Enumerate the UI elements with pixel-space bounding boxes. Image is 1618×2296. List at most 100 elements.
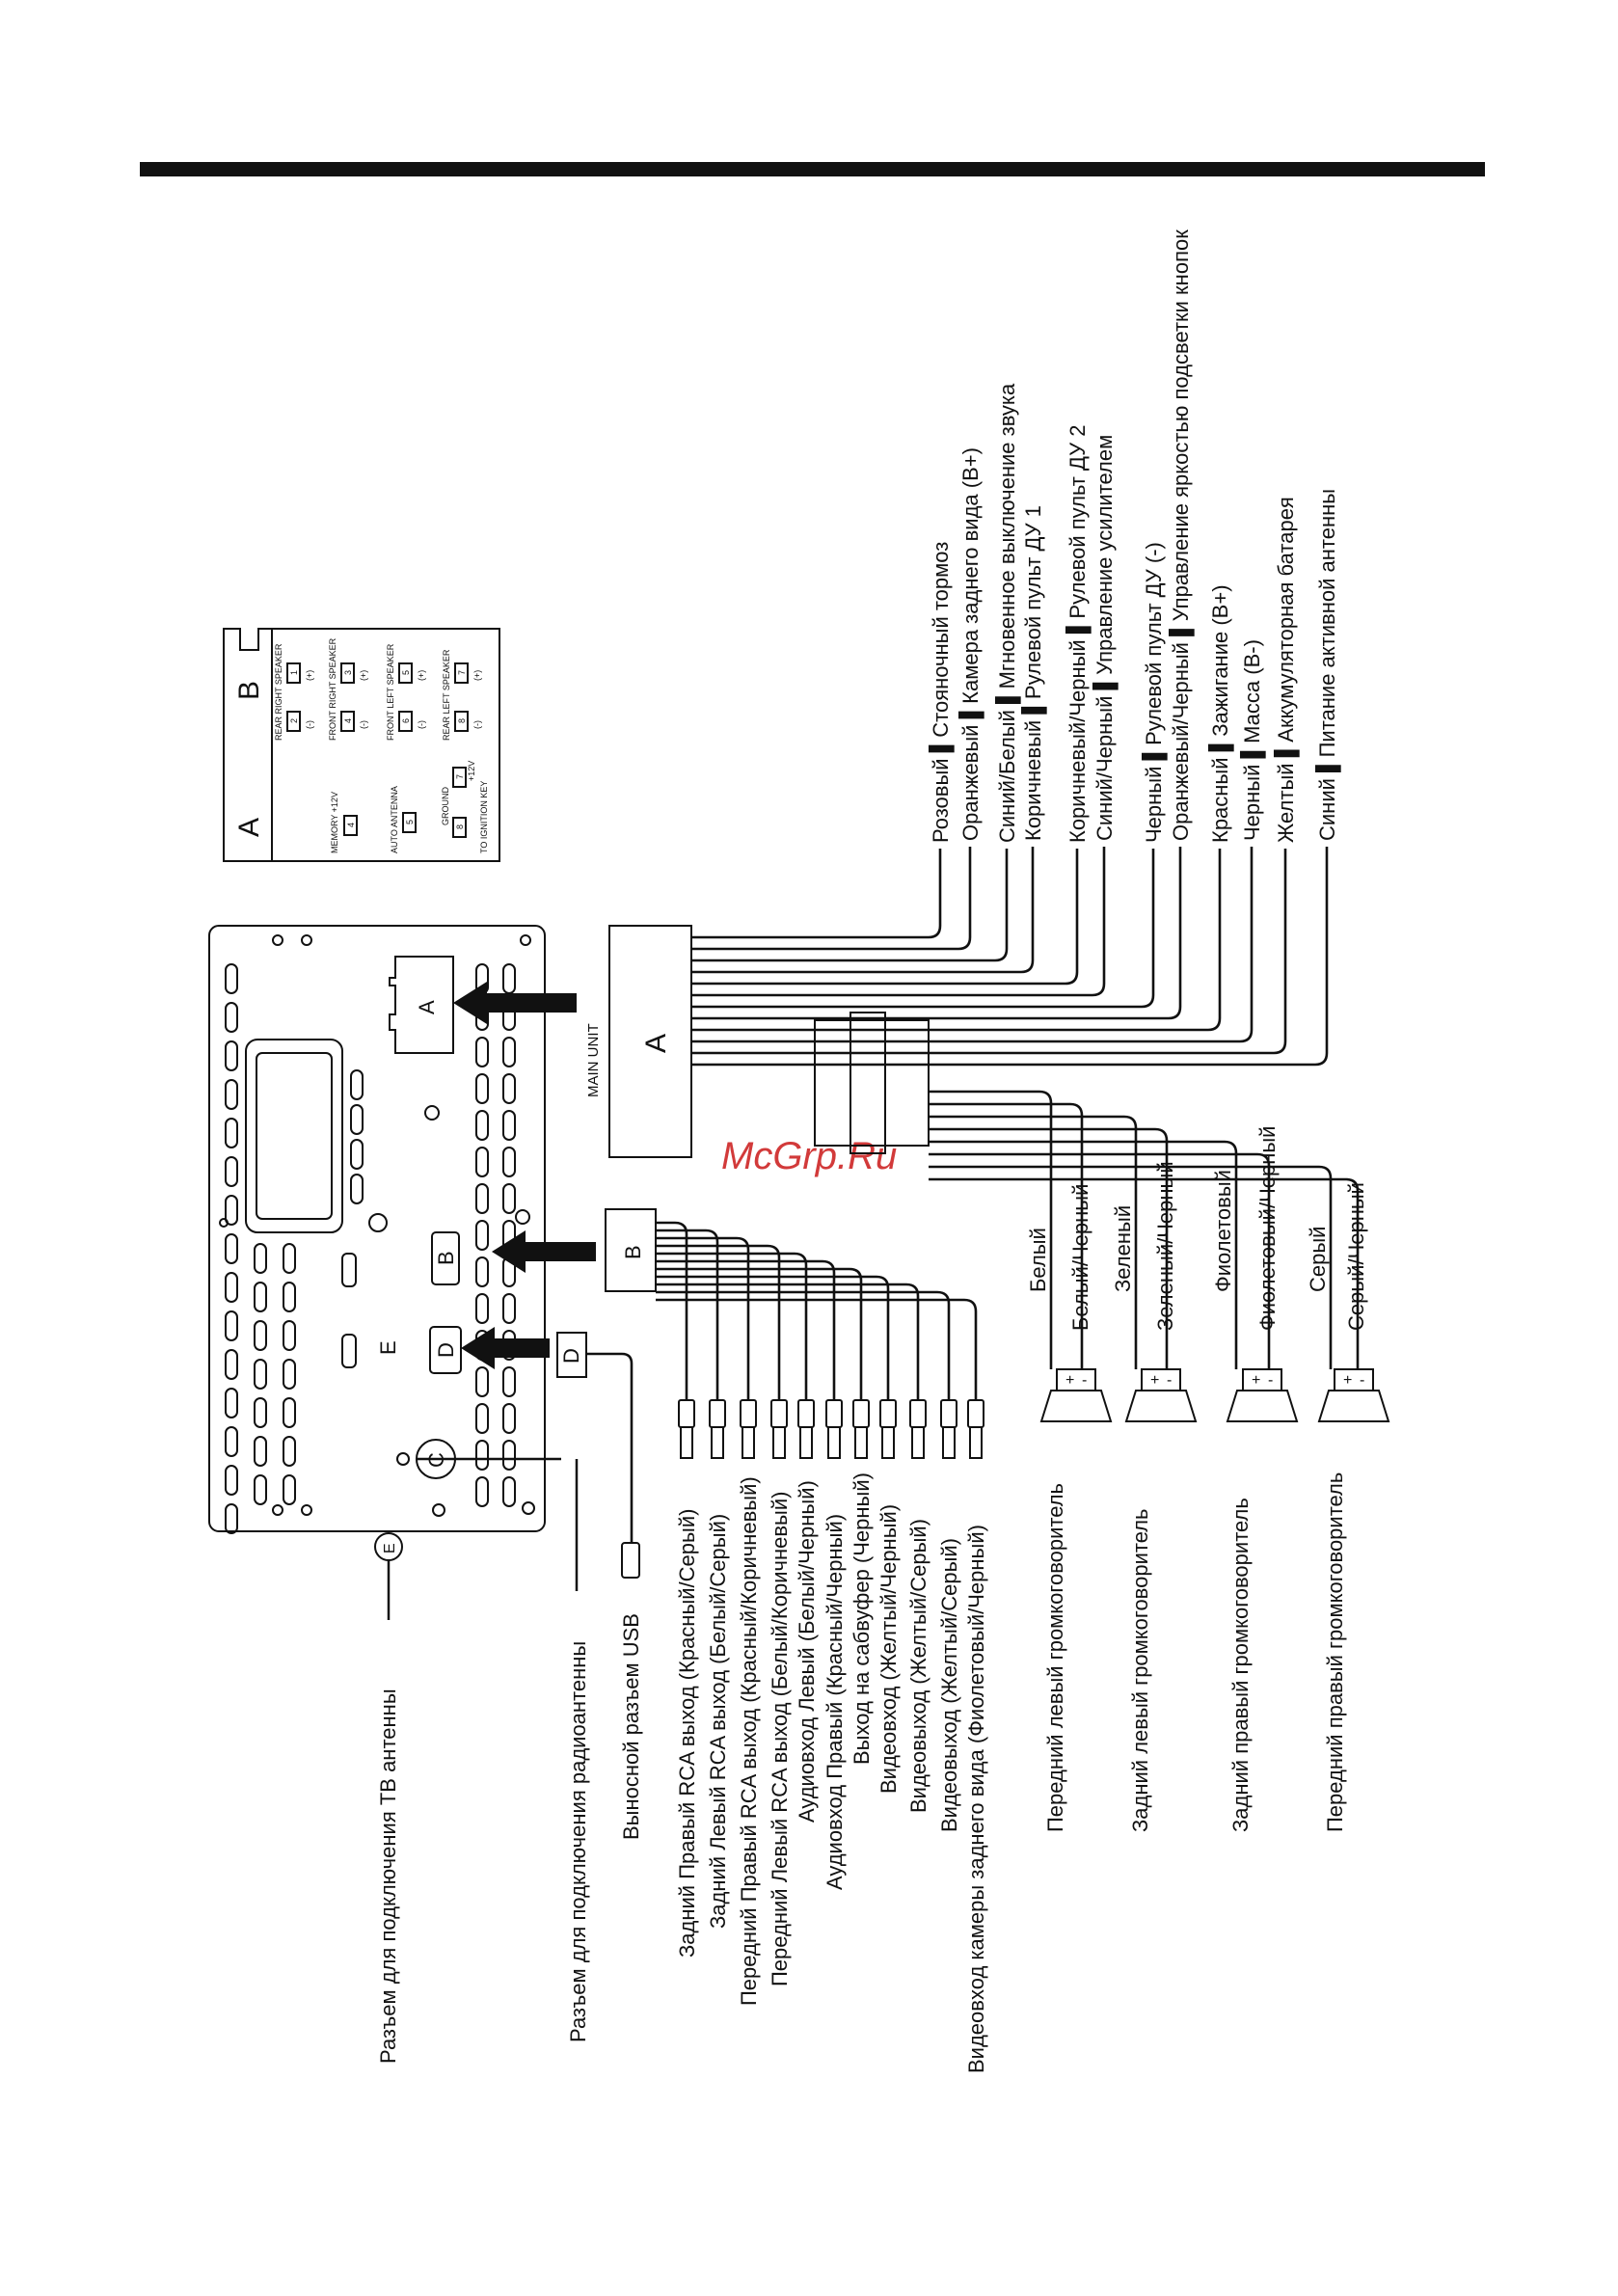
svg-text:7: 7 [455,774,465,779]
rca-plug-icon [852,1399,870,1428]
harness-a-label: Красный ▌Зажигание (B+) [1207,584,1234,843]
svg-text:FRONT LEFT SPEAKER: FRONT LEFT SPEAKER [386,643,395,741]
rca-plug-icon [879,1399,897,1428]
speaker-cone-icon [1317,1390,1390,1422]
socket-d [429,1326,462,1374]
vent-slot [475,1256,489,1287]
speaker-name-label: Передний левый громкоговоритель [1043,1483,1067,1832]
vent-slot [283,1359,296,1390]
svg-text:1: 1 [289,670,299,675]
vent-slot [502,1147,516,1177]
rca-plug-body [942,1426,956,1459]
vent-slot [502,1073,516,1104]
harness-a-label: Желтый ▌Аккумуляторная батарея [1273,497,1300,843]
vent-slot [350,1174,364,1204]
svg-text:A: A [415,1000,439,1014]
vent-slot [502,963,516,994]
vent-slot [225,1310,238,1341]
harness-a-label: Оранжевый/Черный ▌Управление яркостью по… [1168,230,1195,841]
head-unit: A B D E C [208,925,546,1534]
vent-slot [283,1320,296,1351]
usb-d-letter: D [559,1348,583,1364]
speaker-minus-sign: - [1360,1372,1364,1389]
harness-a-label: Синий/Белый ▌Мгновенное выключение звука [994,383,1021,843]
rca-wire [656,1252,808,1400]
vent-slot [502,1440,516,1471]
rca-plug-icon [797,1399,815,1428]
vent-slot [502,1476,516,1507]
vent-slot [475,1110,489,1141]
speaker-terminal [1056,1368,1096,1391]
harness-a-wire [691,849,1155,1009]
rca-wire [656,1283,920,1400]
header-bar [140,162,1485,176]
harness-a-label: Коричневый/Черный ▌Рулевой пульт ДУ 2 [1065,425,1092,843]
rca-wire [656,1236,750,1400]
rca-wire [656,1290,951,1400]
svg-text:7: 7 [457,670,467,675]
vent-slot [475,1293,489,1324]
usb-label: Выносной разъем USB [619,1613,643,1840]
rca-label: Видеовыход (Желтый/Серый) [937,1538,961,1832]
vent-slot [475,1403,489,1434]
svg-text:3: 3 [343,670,353,675]
connector-pinout: A B MEMORY +12V 4 AUTO ANTENNA 5 GROUND … [223,628,500,862]
rca-plug-body [881,1426,895,1459]
vent-slot [502,1183,516,1214]
rca-wires [656,1221,984,1459]
harness-a-wires [691,847,1329,1067]
svg-text:4: 4 [346,823,356,827]
vent-slot [502,1110,516,1141]
socket-a [389,956,454,1054]
vent-slot [475,1476,489,1507]
harness-a-wire [691,849,1287,1055]
rca-wire [656,1267,863,1400]
speaker-name-label: Задний левый громкоговоритель [1128,1508,1152,1832]
unit-slot [245,1039,343,1233]
speaker-minus-sign: - [1268,1372,1273,1389]
vent-slot [502,1037,516,1067]
harness-a-wire [691,849,1222,1032]
speaker-plus-sign: + [1343,1372,1352,1389]
speaker-wires [929,1090,1360,1369]
rca-plug-icon [825,1399,843,1428]
harness-a-letter: A [640,1034,672,1053]
vent-slot [475,1183,489,1214]
rca-plug-body [969,1426,983,1459]
svg-text:8: 8 [457,718,467,723]
vent-slot [225,1233,238,1264]
rca-label: Видеовход камеры заднего вида (Фиолетовы… [964,1525,988,2073]
pin-a-auto-antenna: AUTO ANTENNA [390,786,399,853]
harness-a-wire [691,847,1329,1067]
speaker-minus-wire [929,1102,1084,1369]
vent-slot [254,1397,267,1428]
svg-text:5: 5 [405,820,415,824]
svg-text:8: 8 [455,824,465,829]
vent-slot [254,1436,267,1467]
vent-slot [350,1104,364,1135]
svg-text:REAR LEFT SPEAKER: REAR LEFT SPEAKER [442,649,451,741]
vent-slot [475,1073,489,1104]
vent-slot [225,1195,238,1226]
svg-text:(+): (+) [417,670,426,681]
vent-slot [225,1426,238,1457]
vent-slot [225,1503,238,1534]
harness-a-wire [691,849,1079,986]
harness-a-wire [691,847,1035,974]
rca-plug-body [772,1426,786,1459]
vent-slot [254,1474,267,1505]
rca-label: Видеовыход (Желтый/Серый) [906,1519,930,1813]
socket-e-label: E [376,1340,400,1355]
pin-a-ignition: TO IGNITION KEY [479,781,489,853]
speaker-minus-sign: - [1167,1372,1172,1389]
rca-label: Видеовход (Желтый/Черный) [876,1504,901,1794]
rca-label: Передний Правый RCA выход (Красный/Корич… [737,1476,761,2006]
harness-a-wire [691,847,972,951]
rca-plug-icon [909,1399,927,1428]
pin-a-ground: GROUND [441,787,450,825]
svg-text:REAR RIGHT SPEAKER: REAR RIGHT SPEAKER [274,643,283,741]
vent-slot [283,1397,296,1428]
main-unit-label: MAIN UNIT [585,1023,602,1097]
